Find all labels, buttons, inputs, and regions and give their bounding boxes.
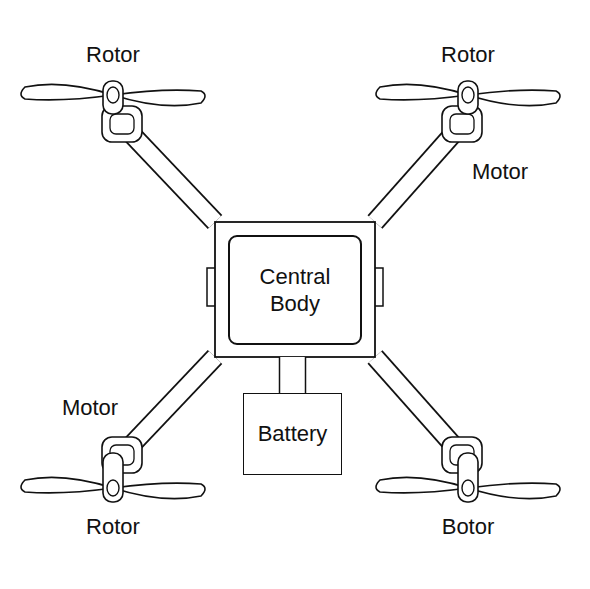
body-frame [215,222,375,357]
rotor-label: Rotor [84,42,142,68]
hub-cap [107,87,119,103]
motor-rotor [21,81,205,142]
motor-rotor [376,81,560,142]
battery-box: Battery [243,393,342,475]
rotor-hub [458,81,478,114]
hub-cap [107,480,119,496]
motor-label: Motor [470,159,530,185]
node-text: Central Body [240,263,350,318]
rotor-blade [376,477,468,493]
motor-ring [450,114,474,134]
rotor-blade [468,483,560,499]
mount-fill [280,357,306,393]
rotor-blade [113,90,205,106]
motor-ring [110,114,134,134]
rotor-blade [21,84,113,100]
rotor-label: Rotor [84,514,142,540]
rotor-blade [113,483,205,499]
hub-cap [462,480,474,496]
motor-rotor [21,437,205,502]
rotor-blade [376,84,468,100]
mount-side [279,357,281,393]
hub-cap [462,87,474,103]
motor-rotor [376,437,560,502]
mount-side [305,357,307,393]
rotor-hub [103,453,123,502]
rotor-label: Rotor [439,42,497,68]
rotor-hub [103,81,123,114]
rotor-label: Botor [440,514,497,540]
battery-mount [280,357,306,393]
rotor-blade [468,90,560,106]
central-body: Central Body [228,235,362,345]
rotor-hub [458,453,478,502]
motor-label: Motor [60,395,120,421]
motors [21,81,560,502]
rotor-blade [21,477,113,493]
node-text: Battery [258,420,328,448]
